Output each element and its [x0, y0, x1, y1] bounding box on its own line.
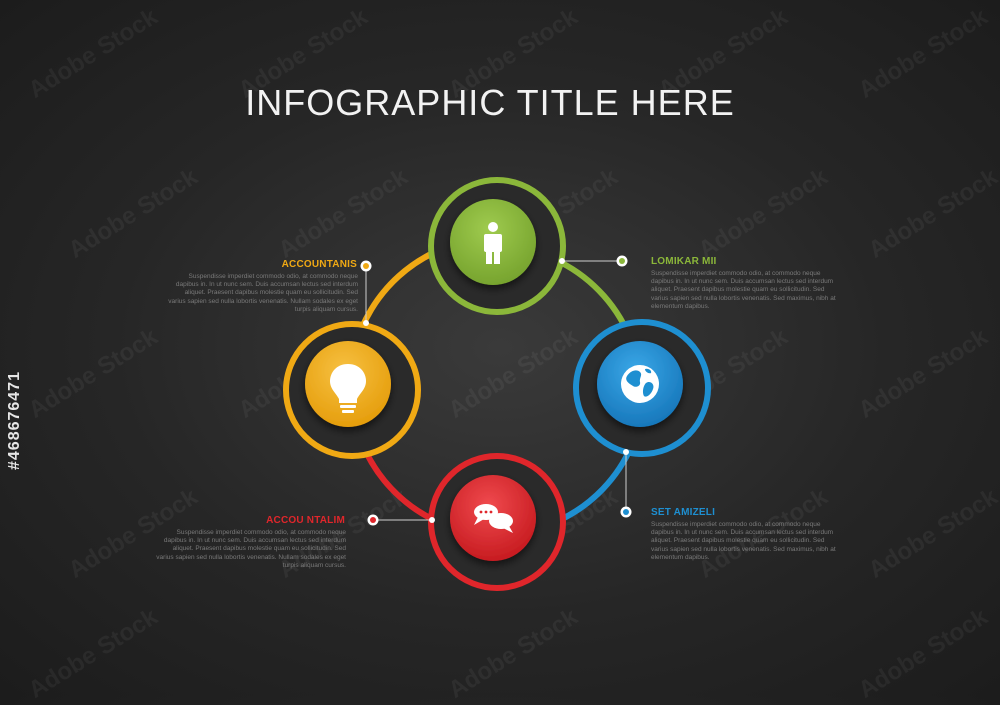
label-lomikar-mii: LOMIKAR MII	[651, 256, 717, 267]
label-set-amizeli: SET AMIZELI	[651, 507, 716, 518]
stock-id: #468676471	[6, 371, 23, 470]
globe-icon	[621, 365, 659, 403]
arc-blue	[558, 443, 635, 523]
lightbulb-icon	[330, 364, 366, 413]
connector-accountanis	[360, 260, 372, 326]
desc-lomikar-mii: Suspendisse imperdiet commodo odio, at c…	[651, 270, 836, 310]
desc-accou-ntalim: Suspendisse imperdiet commodo odio, at c…	[156, 529, 346, 569]
desc-set-amizeli: Suspendisse imperdiet commodo odio, at c…	[651, 521, 836, 561]
connector-set-amizeli	[620, 449, 632, 518]
desc-accountanis: Suspendisse imperdiet commodo odio, at c…	[168, 273, 358, 313]
label-accountanis: ACCOUNTANIS	[281, 259, 357, 270]
connector-accou-ntalim	[367, 514, 435, 526]
connector-lomikar	[559, 255, 628, 267]
infographic-title: INFOGRAPHIC TITLE HERE	[245, 82, 735, 123]
label-accou-ntalim: ACCOU NTALIM	[266, 515, 345, 526]
person-icon	[484, 222, 502, 264]
speech-bubbles-icon	[474, 504, 513, 533]
